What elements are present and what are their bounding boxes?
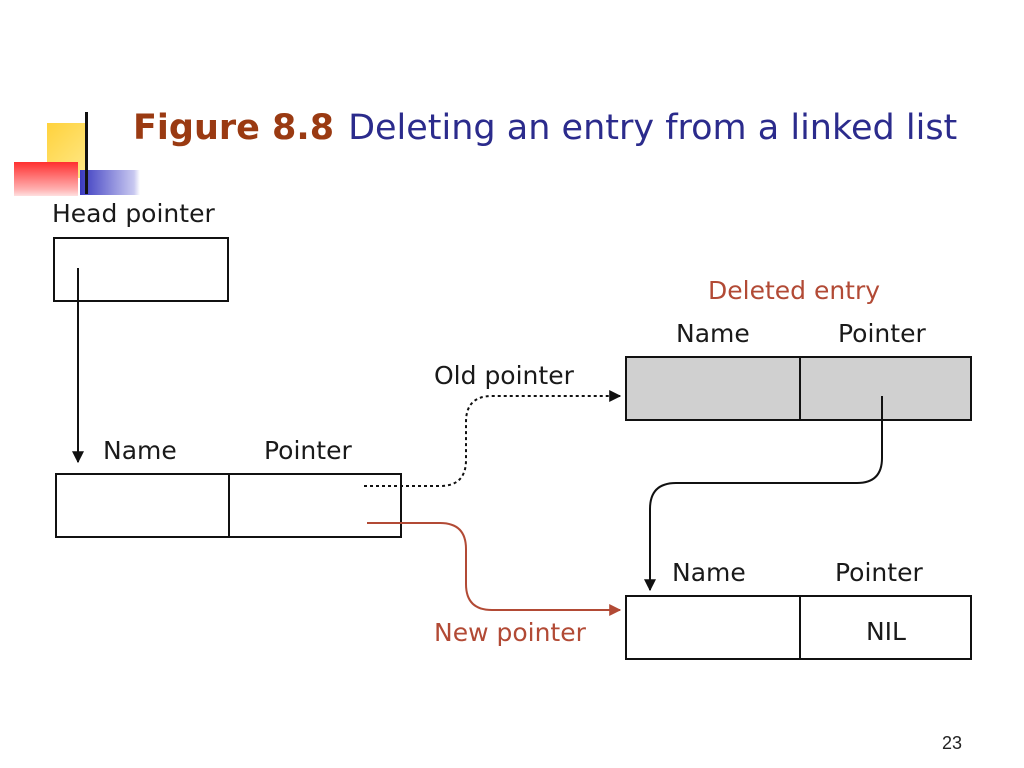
- new-pointer-label: New pointer: [434, 618, 587, 647]
- new-pointer-arrow: [367, 522, 622, 616]
- deleted-pointer-arrow: [644, 396, 883, 592]
- deleted-pointer-cell: [799, 356, 972, 421]
- deleted-entry-caption: Deleted entry: [708, 276, 880, 305]
- page-number: 23: [941, 733, 962, 753]
- deco-vertical-line: [85, 112, 88, 194]
- node3-pointer-label: Pointer: [835, 558, 923, 587]
- title-text: Deleting an entry from a linked list: [348, 108, 958, 148]
- deleted-pointer-label: Pointer: [838, 319, 926, 348]
- deco-blue-square: [80, 170, 140, 195]
- slide-title: Figure 8.8 Deleting an entry from a linke…: [133, 108, 957, 148]
- node1-pointer-cell: [228, 473, 402, 538]
- node1-name-label: Name: [103, 436, 177, 465]
- deco-red-square: [14, 162, 78, 196]
- head-pointer-label: Head pointer: [52, 199, 215, 228]
- deleted-name-label: Name: [676, 319, 750, 348]
- node1-name-cell: [55, 473, 230, 538]
- node1-pointer-label: Pointer: [264, 436, 352, 465]
- deleted-name-cell: [625, 356, 801, 421]
- old-pointer-arrow: [364, 390, 622, 487]
- nil-value: NIL: [866, 617, 906, 646]
- head-pointer-box: [53, 237, 229, 302]
- node3-name-label: Name: [672, 558, 746, 587]
- figure-label: Figure 8.8: [133, 108, 335, 148]
- node3-name-cell: [625, 595, 801, 660]
- old-pointer-label: Old pointer: [434, 361, 575, 390]
- node3-pointer-cell: [799, 595, 972, 660]
